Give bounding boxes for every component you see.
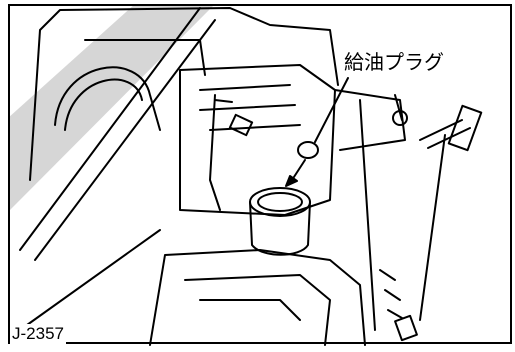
bolt xyxy=(392,110,408,126)
linkage-knob xyxy=(228,113,254,137)
drip-arrow xyxy=(291,159,306,181)
leader-line xyxy=(314,77,349,143)
right-bracket xyxy=(334,89,406,331)
diagonal-bar xyxy=(19,7,216,261)
oil-cup-inner xyxy=(257,192,303,212)
drip-arrowhead xyxy=(285,175,298,187)
hose-loop-inner xyxy=(64,78,143,131)
lower-housing xyxy=(149,249,366,346)
oil-cup-body xyxy=(249,201,311,256)
figure-frame xyxy=(8,4,512,344)
linkage-rod xyxy=(209,94,233,211)
hatching xyxy=(379,269,403,319)
engine-fins xyxy=(199,84,301,131)
lever-grip xyxy=(447,104,483,152)
engine-block xyxy=(179,64,336,216)
oil-plug xyxy=(297,141,319,159)
oil-plug-label: 給油プラグ xyxy=(342,50,446,74)
figure-id: J-2357 xyxy=(10,324,66,344)
floor-line xyxy=(19,229,161,331)
hose-loop xyxy=(54,66,161,131)
